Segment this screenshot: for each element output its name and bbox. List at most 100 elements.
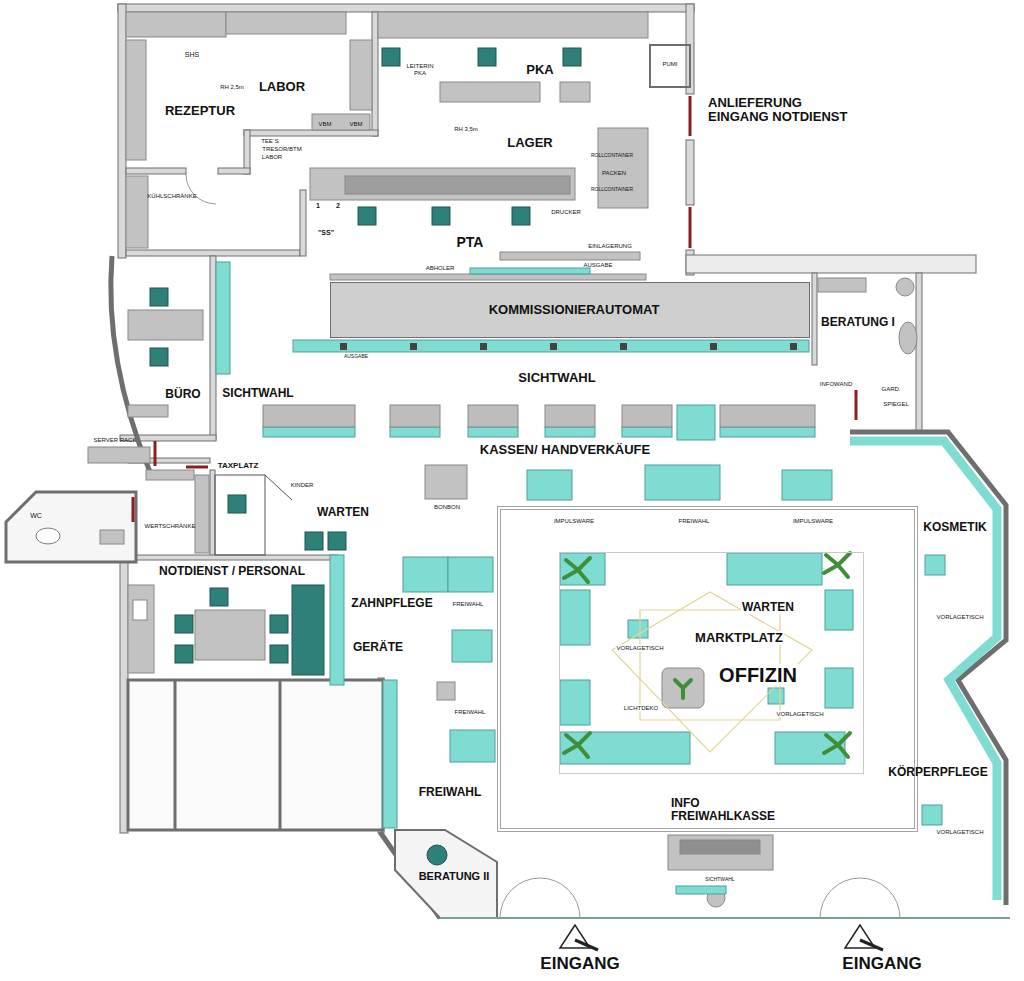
door-swing (860, 878, 900, 918)
plant (675, 680, 691, 698)
display-slot (340, 343, 347, 350)
fixture-label: LABOR (262, 154, 282, 161)
chair (328, 532, 346, 550)
door (689, 207, 692, 248)
fixture-label: TEE´S (261, 138, 279, 145)
picking-robot: KOMMISSIONIERAUTOMAT (330, 282, 810, 338)
room-label: "SS" (318, 229, 334, 237)
furniture (226, 12, 346, 34)
chair (427, 845, 447, 865)
door (154, 441, 157, 466)
shelf (677, 405, 715, 440)
furniture (598, 128, 648, 208)
chair (292, 585, 324, 675)
zone-label: KOMMISSIONIERAUTOMAT (489, 303, 660, 317)
shelf (645, 465, 720, 500)
display-slot (790, 343, 797, 350)
fixture-label: FREIWAHL (453, 601, 484, 608)
shelf (676, 886, 726, 894)
shelf (468, 427, 518, 437)
wall (300, 190, 306, 256)
pump-room (650, 45, 690, 87)
plant (824, 733, 850, 757)
fixture-label: VORLAGETISCH (615, 645, 664, 652)
room-label: ZAHNPFLEGE (351, 597, 432, 610)
furniture (818, 278, 866, 292)
chair (270, 645, 288, 663)
entrance-marker (560, 925, 883, 950)
furniture (680, 840, 760, 854)
furniture (350, 40, 372, 110)
fixture-label: RH 3,5m (454, 126, 478, 133)
light-decoration (612, 592, 812, 752)
door-swing (186, 174, 216, 204)
wall (118, 4, 694, 12)
furniture (500, 252, 640, 260)
display-slot (620, 343, 627, 350)
shelf (545, 427, 595, 437)
furniture (440, 82, 540, 102)
plant (564, 553, 850, 757)
fixture-label: SERVER RACK (94, 437, 137, 444)
chair (210, 588, 228, 606)
chair (270, 615, 288, 633)
counter (622, 405, 672, 427)
fixture-label: VORLAGETISCH (936, 829, 983, 836)
furniture (312, 114, 370, 130)
display-slot (710, 343, 717, 350)
room-label: ANLIEFERUNG EINGANG NOTDIENST (708, 96, 863, 125)
shelf (825, 590, 853, 630)
wall (210, 256, 216, 440)
fixture-label: AUSGABE (344, 354, 368, 360)
furniture (195, 475, 209, 553)
room-wall (174, 680, 177, 830)
fixture-label: KINDER (291, 482, 314, 489)
display-slot (480, 343, 487, 350)
shelf (560, 553, 605, 585)
room-label: REZEPTUR (165, 104, 235, 118)
fixture-label: VORLAGETISCH (936, 614, 983, 621)
fixture-label: BONBON (434, 504, 460, 511)
glass-front (440, 917, 1010, 919)
toilet (36, 528, 60, 544)
room-label: NOTDIENST / PERSONAL (159, 565, 305, 578)
room-label: LABOR (259, 80, 305, 94)
shelf (330, 555, 344, 685)
door (689, 96, 692, 136)
fixture-label: TRESOR/BTM (262, 146, 301, 153)
zone-label: OFFIZIN (718, 664, 798, 686)
entrance-marker (575, 940, 598, 950)
door (186, 466, 208, 469)
wall (244, 130, 250, 174)
fixture-label: VBM (349, 121, 362, 128)
shelf (720, 427, 815, 437)
chair (358, 207, 376, 225)
entrance-marker (860, 940, 883, 950)
shelf (782, 470, 832, 500)
wc-room (6, 492, 136, 562)
display-slot (340, 343, 797, 350)
room-label: KASSEN/ HANDVERKÄUFE (480, 443, 650, 457)
wall (118, 4, 976, 833)
shelf (450, 730, 495, 762)
zone-label: MARKTPLATZ (694, 631, 784, 645)
shelf (922, 805, 942, 825)
fixture-label: ABHOLER (426, 265, 455, 272)
counter (390, 405, 440, 427)
shelf (622, 427, 672, 437)
fixture-label: LICHTDEKO (623, 705, 659, 712)
fixture-label: AUSGABE (583, 262, 612, 269)
room-label: GERÄTE (353, 641, 403, 654)
shelf (216, 262, 945, 894)
shelf (383, 680, 397, 828)
furniture (345, 176, 570, 194)
fixture-label: VBM (318, 121, 331, 128)
zone-label: FREIWAHL (679, 518, 710, 525)
furniture (560, 82, 590, 102)
display-slot (410, 343, 417, 350)
counter (263, 405, 355, 427)
chair (150, 348, 168, 366)
shelf (527, 470, 572, 500)
shelf (768, 688, 784, 704)
furniture (378, 12, 648, 38)
